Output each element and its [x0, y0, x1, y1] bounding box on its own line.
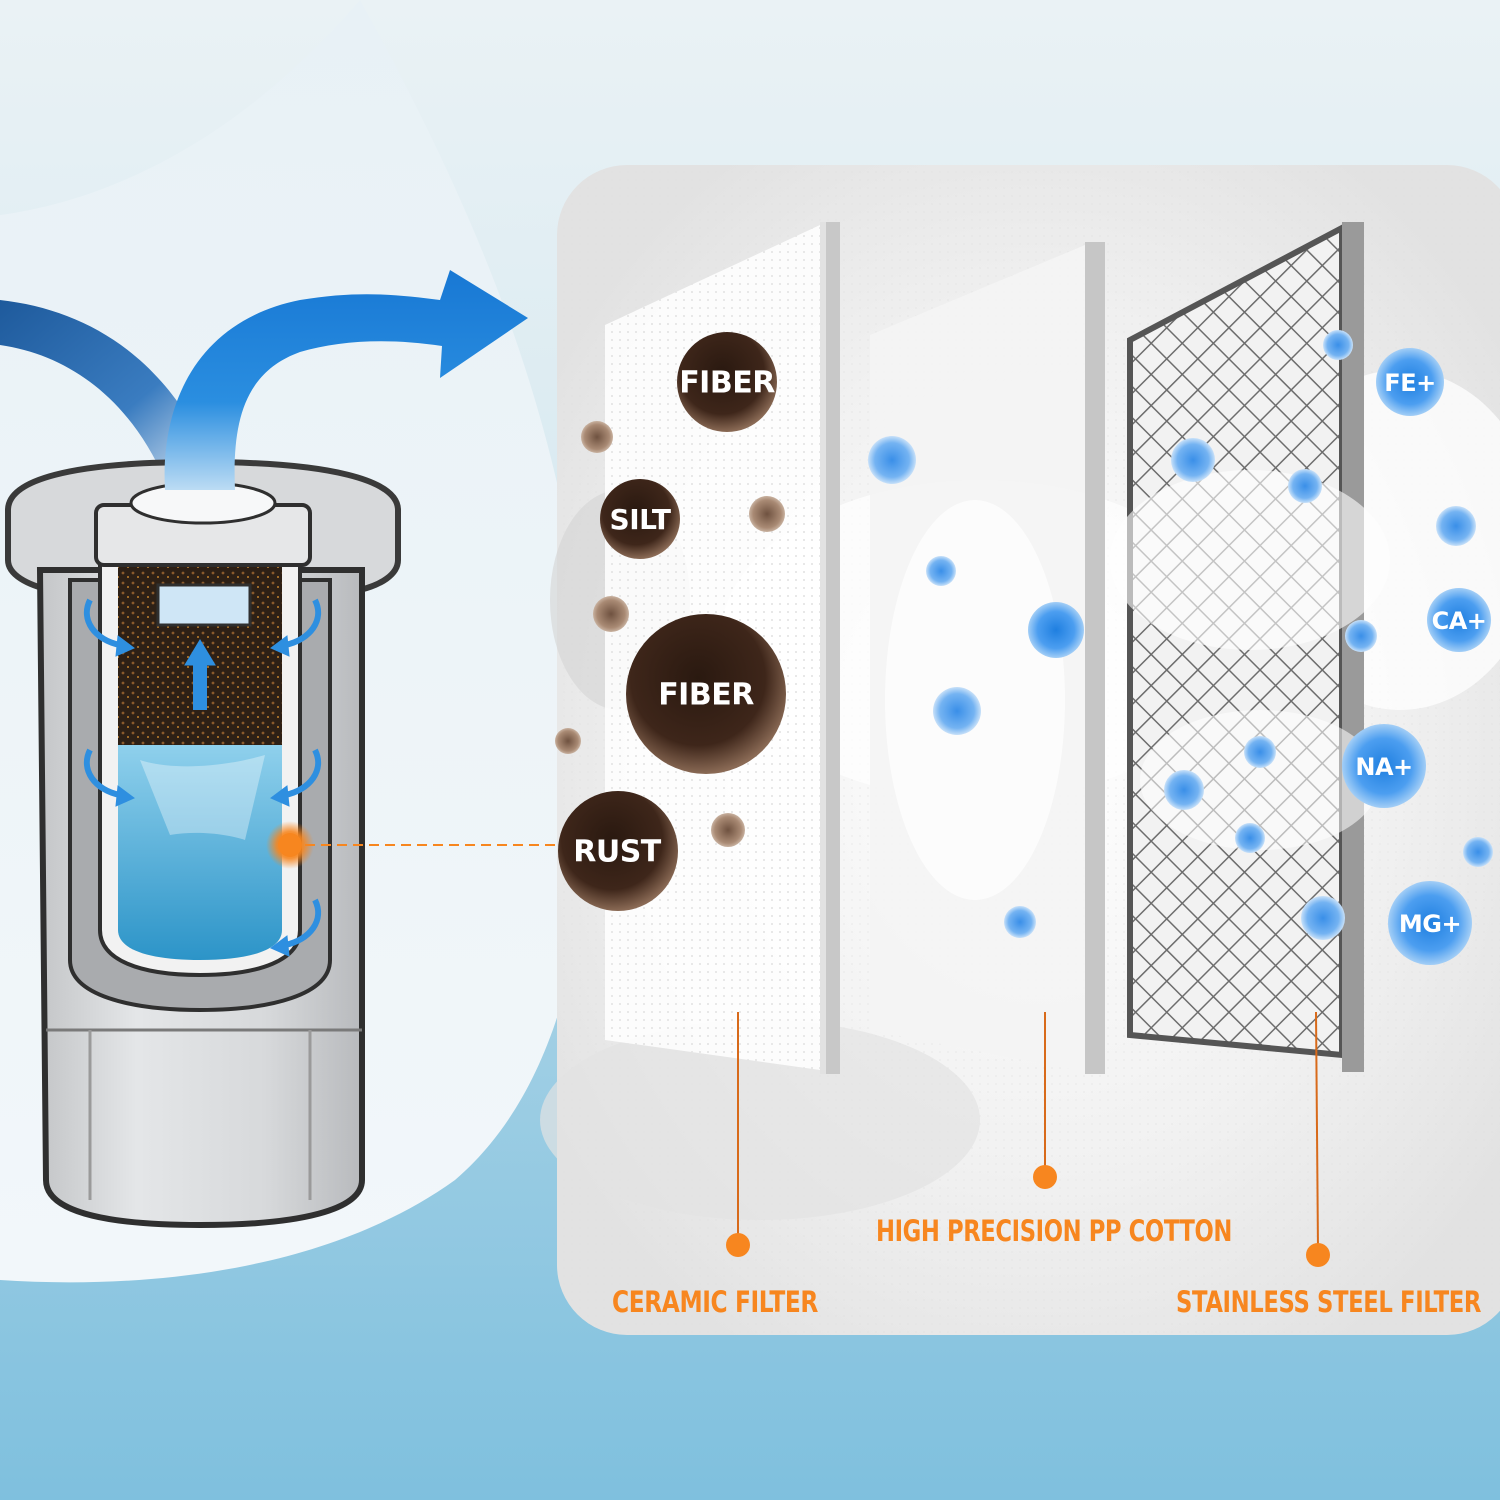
particle-label-silt: SILT: [610, 503, 671, 536]
ion-ca: CA+: [1427, 588, 1491, 652]
outgoing-water-arrow: [164, 270, 528, 490]
ion-label-fe: FE+: [1384, 369, 1435, 397]
particle-label-fiber-1: FIBER: [679, 366, 775, 401]
label-stainless-steel: STAINLESS STEEL FILTER: [1176, 1285, 1481, 1319]
particle-fiber-2: FIBER: [626, 614, 786, 774]
filter-cartridge-illustration: [5, 458, 401, 1229]
stainless-steel-layer: [1110, 222, 1390, 1072]
ion-label-mg: MG+: [1399, 910, 1461, 938]
flow-arrows: [83, 598, 322, 957]
particle-rust: RUST: [558, 791, 678, 911]
incoming-water-arrow: [0, 300, 215, 480]
connector-callout: [266, 821, 558, 869]
filtered-water-chamber: [118, 745, 282, 960]
small-ion-dots: [868, 330, 1493, 940]
particle-label-fiber-2: FIBER: [658, 678, 754, 713]
ion-label-na: NA+: [1355, 753, 1412, 781]
small-contaminant-particles: [555, 421, 785, 847]
ion-label-ca: CA+: [1432, 607, 1487, 635]
particle-label-rust: RUST: [573, 835, 662, 870]
label-pp-cotton: HIGH PRECISION PP COTTON: [876, 1214, 1232, 1248]
layer-pointers: [726, 1011, 1330, 1267]
ion-na: NA+: [1342, 724, 1426, 808]
ion-fe: FE+: [1376, 348, 1444, 416]
particle-fiber-1: FIBER: [677, 332, 777, 432]
ion-mg: MG+: [1388, 881, 1472, 965]
particle-silt: SILT: [600, 479, 680, 559]
pp-cotton-layer: [870, 242, 1105, 1074]
label-ceramic-filter: CERAMIC FILTER: [612, 1285, 818, 1319]
